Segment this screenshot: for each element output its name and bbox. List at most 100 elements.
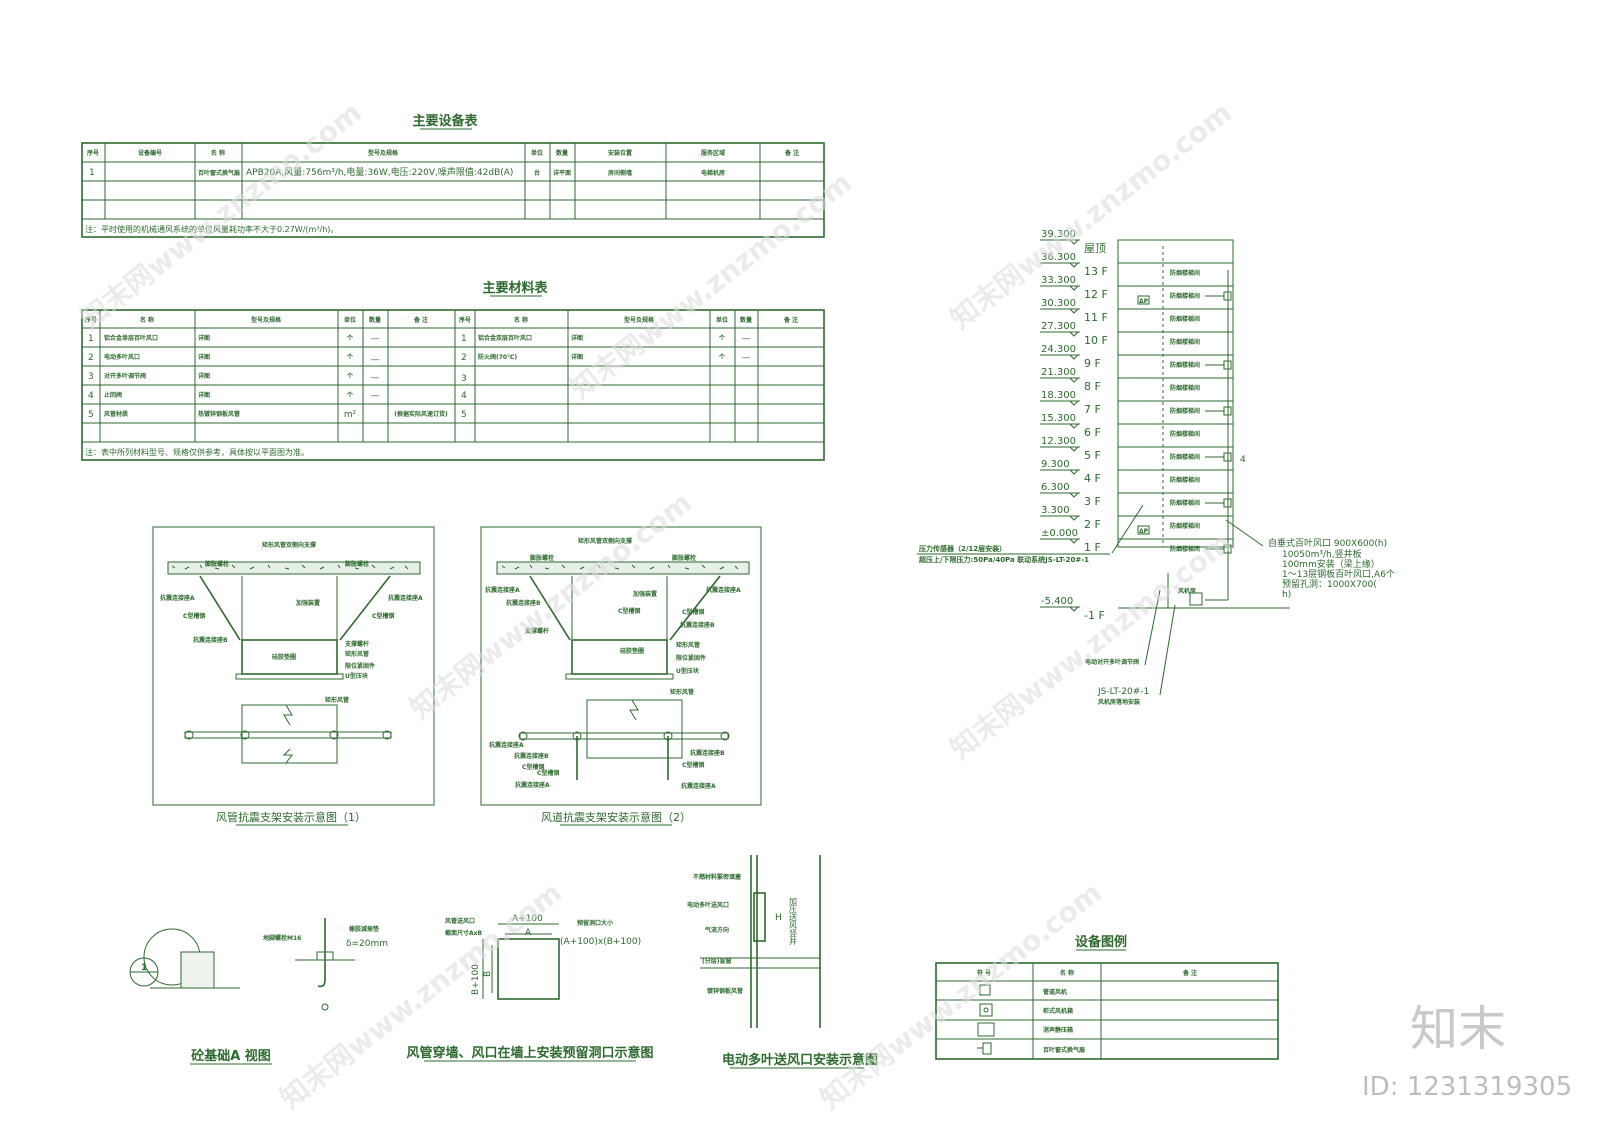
legend-row-name: 百叶窗式换气扇 (1043, 1046, 1085, 1054)
material-left-qty: — (371, 391, 380, 401)
riser-right-note5: 预留孔洞：1000X700( (1282, 578, 1377, 590)
material-left-no: 5 (88, 410, 94, 420)
material-header-remark-left: 备 注 (413, 316, 428, 324)
bracket2-label: 膨胀螺栓 (671, 554, 696, 562)
level-elevation: 33.300 (1041, 275, 1076, 286)
riser-right-note1: 自垂式百叶风口 900X600(h) (1268, 537, 1387, 549)
equipment-row-location: 房间侧墙 (608, 169, 632, 177)
bracket1-label: 抗震连接座A (160, 594, 195, 602)
level-marker (1069, 538, 1079, 544)
bracket1-label: 抗震连接座A (388, 594, 423, 602)
material-header-spec-left: 型号及规格 (251, 316, 282, 324)
bracket1-label: 矩形风管 (325, 696, 349, 704)
material-right-name: 铝合金双层百叶风口 (478, 334, 532, 342)
equipment-header-qty: 数量 (556, 149, 568, 157)
level-room: 防烟楼梯间 (1170, 499, 1200, 507)
level-floor: 10 F (1084, 334, 1108, 347)
fan-leader (1159, 604, 1176, 696)
material-right-no: 5 (461, 410, 467, 420)
bracket2-label: 限位紧固件 (676, 654, 706, 662)
material-left-no: 1 (88, 334, 94, 344)
equipment-row-spec: APB20A,风量:756m³/h,电量:36W,电压:220V,噪声限值:42… (246, 166, 513, 178)
watermark-logo: 知末 (1410, 1001, 1506, 1057)
bracket2-label: C型槽钢 (537, 769, 559, 777)
wall-label5: 预留洞口大小 (577, 919, 613, 927)
damper-caption: 电动多叶送风口安装示意图 (722, 1052, 878, 1068)
bracket2-top-label: 矩形风管双侧向支撑 (578, 537, 632, 545)
material-left-name: 对开多叶调节阀 (104, 372, 146, 380)
material-table-title: 主要材料表 (482, 280, 548, 296)
level-elevation: 36.300 (1041, 252, 1076, 263)
riser-left-note2: 超压上/下限压力:50Pa/40Pa 联动系统JS-LT-20#-1 (919, 555, 1089, 564)
legend-row-name: 消声静压箱 (1043, 1026, 1073, 1034)
level-elevation: 18.300 (1041, 390, 1076, 401)
level-room: 防烟楼梯间 (1170, 292, 1200, 300)
material-left-spec: 详图 (198, 391, 210, 399)
bracket1-caption: 风管抗震支架安装示意图（1） (216, 810, 366, 824)
foundation-label1: 地脚螺栓M16 (263, 934, 301, 942)
level-elevation: 27.300 (1041, 321, 1076, 332)
equipment-table-title: 主要设备表 (412, 113, 478, 129)
bracket2-label: 抗震连接座A (515, 781, 550, 789)
level-room: 防烟楼梯间 (1170, 269, 1200, 277)
bracket2-label: 抗震连接座A (706, 586, 741, 594)
level-floor: 7 F (1084, 403, 1101, 416)
watermark-text: 知末网www.znzmo.com (74, 96, 368, 336)
material-left-rows: 1 铝合金单层百叶风口 详图 个 — 2 电动多叶风口 详图 个 — 3 对开多… (88, 334, 448, 420)
material-header-name-right: 名 称 (514, 316, 528, 324)
bracket2-caption: 风道抗震支架安装示意图（2） (541, 810, 691, 824)
level-floor: 8 F (1084, 380, 1101, 393)
level-floor: 9 F (1084, 357, 1101, 370)
material-table: 主要材料表 序号 名 称 型号及规格 单位 数量 备 注 序 (81, 280, 825, 461)
bracket2-label: 抗震连接座B (690, 749, 725, 757)
legend-title: 设备图例 (1075, 934, 1127, 950)
material-left-remark: (根据实际风速订货) (394, 410, 448, 418)
material-header-spec-right: 型号及规格 (624, 316, 655, 324)
wall-label6: (A+100)x(B+100) (560, 937, 641, 947)
wall-caption: 风管穿墙、风口在墙上安装预留洞口示意图 (406, 1045, 653, 1061)
material-left-no: 4 (88, 391, 94, 401)
bracket2-label: 硅胶垫圈 (620, 647, 644, 655)
bracket2-label: 膨胀螺栓 (529, 554, 554, 562)
bracket2-label: 抗震连接座B (506, 599, 541, 607)
level-marker (1069, 515, 1079, 521)
bracket2-label: 矩形风管 (670, 688, 694, 696)
level-marker (1069, 377, 1079, 383)
material-right-no: 3 (461, 374, 467, 384)
material-header-unit-left: 单位 (344, 316, 356, 324)
equipment-row-area: 电梯机房 (701, 169, 725, 177)
damper-h: H (775, 913, 782, 923)
outlet-leader (1225, 519, 1264, 547)
level-floor: 5 F (1084, 449, 1101, 462)
damper-label5: 镀锌钢板风管 (707, 987, 743, 995)
level-elevation: 6.300 (1041, 482, 1070, 493)
level-marker (1069, 423, 1079, 429)
material-right-qty: — (742, 334, 751, 344)
bracket2-label: 抗震连接座B (514, 752, 549, 760)
wall-label1: 风管送风口 (445, 917, 475, 925)
material-left-unit: 个 (346, 372, 354, 380)
legend-table: 设备图例 符 号 名 称 备 注 管道风机 柜式风机箱 消声静压箱 百叶窗式换气… (935, 934, 1279, 1060)
level-elevation: 15.300 (1041, 413, 1076, 424)
wall-label3: A+100 (512, 914, 543, 924)
equipment-header-name: 名 称 (211, 149, 225, 157)
damper-label2: 电动多叶送风口 (687, 901, 729, 909)
equipment-row-unit: 台 (534, 169, 540, 177)
level-floor: 1 F (1084, 541, 1101, 554)
bracket2-label: 支撑螺杆 (524, 627, 549, 635)
material-right-spec: 详图 (571, 353, 583, 361)
equipment-row-qty: 详平面 (553, 169, 571, 177)
legend-header-remark: 备 注 (1182, 969, 1197, 977)
material-table-note: 注：表中所列材料型号、规格仅供参考，具体按以平面图为准。 (85, 447, 309, 457)
bracket2-label: 加强装置 (632, 590, 657, 598)
wall-opening-view: 风管送风口 截面尺寸AxB A+100 A 预留洞口大小 (A+100)x(B+… (406, 914, 654, 1062)
wall-label4: A (525, 928, 532, 938)
material-left-spec: 详图 (198, 372, 210, 380)
material-right-rows: 1 铝合金双层百叶风口 详图 个 — 2 防火阀(70℃) 详图 个 — 3 4… (461, 334, 751, 420)
bracket1-label: 膨胀螺栓 (344, 560, 369, 568)
level-floor: 2 F (1084, 518, 1101, 531)
wall-label7: B+100 (471, 964, 481, 995)
material-right-unit: 个 (718, 334, 726, 342)
level-room: 防烟楼梯间 (1170, 315, 1200, 323)
cabinet-fan-icon (979, 1003, 993, 1017)
